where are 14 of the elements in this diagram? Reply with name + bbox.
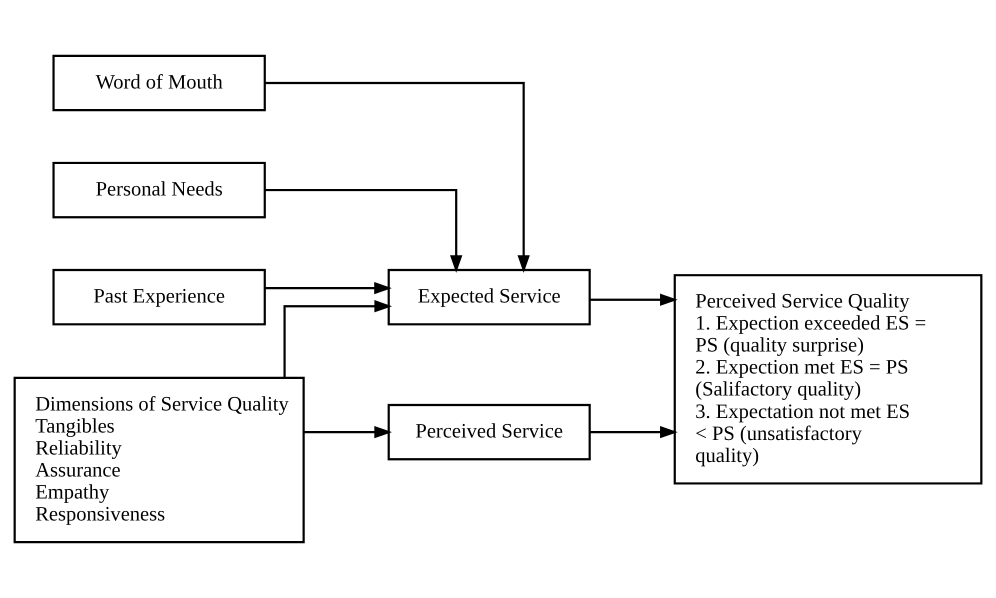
node-box: Past Experience <box>52 268 266 326</box>
node-box: Personal Needs <box>52 162 266 218</box>
arrow <box>265 82 530 273</box>
arrow <box>283 300 392 378</box>
node-box: Dimensions of Service Quality Tangibles Reliability Assurance Empathy Responsiveness <box>14 376 305 544</box>
arrow <box>590 294 678 306</box>
arrow <box>590 426 678 438</box>
arrow <box>304 426 392 438</box>
arrow <box>265 188 462 273</box>
arrow <box>264 282 392 294</box>
node-box: Perceived Service <box>388 404 591 460</box>
node-box: Expected Service <box>388 268 591 326</box>
node-box: Perceived Service Quality 1. Expection exceeded ES = PS (quality surprise) 2. Expection met ES = PS (Salifactory quality) 3. Expectation not met ES < PS (unsatisfactory quality) <box>674 274 982 485</box>
node-box: Word of Mouth <box>52 54 266 112</box>
